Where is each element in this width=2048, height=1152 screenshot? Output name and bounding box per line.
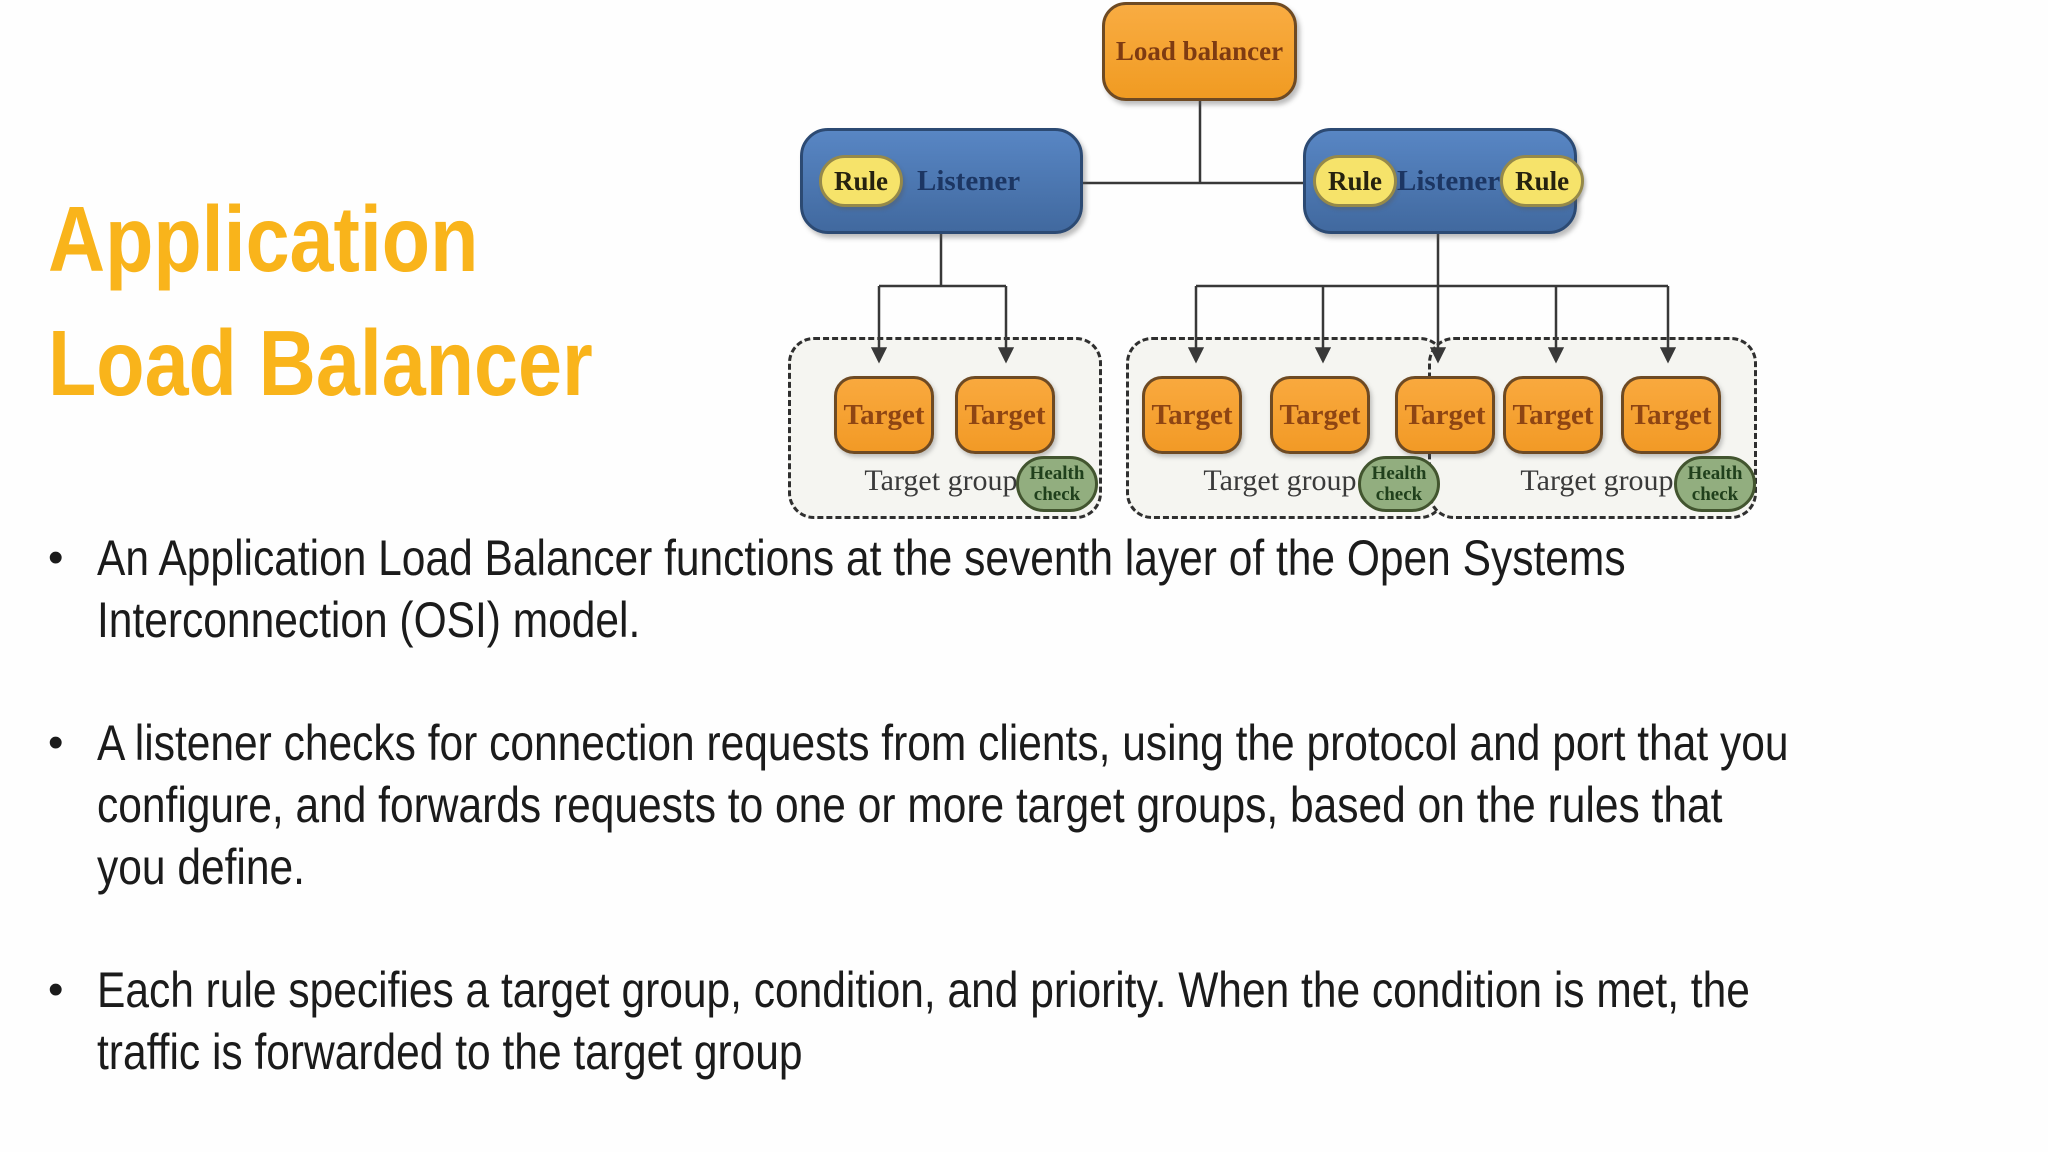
health-check-badge: Health check [1674,456,1756,512]
right-listener-branch-line [1196,234,1668,288]
target-node: Target [834,376,934,454]
left-listener-branch-line [879,234,1006,288]
target-group-label: Target group [1520,464,1674,497]
target-group-label: Target group [1203,464,1357,497]
listener-node-right: Rule Listener Rule [1303,128,1585,234]
rule-badge: Rule [1313,155,1397,207]
load-balancer-node: Load balancer [1102,2,1297,101]
rule-badge: Rule [1500,155,1585,207]
rule-badge: Rule [819,155,903,207]
target-node: Target [1503,376,1603,454]
bullet-marker: • [48,965,64,1014]
bullet-marker: • [48,718,64,767]
listener-node-left: Rule Listener [800,128,1083,234]
load-balancer-label: Load balancer [1115,36,1284,66]
title-line-2: Load Balancer [48,311,593,415]
health-check-badge: Health check [1016,456,1098,512]
listener-label: Listener [1397,164,1501,197]
target-node: Target [1395,376,1495,454]
bullet-text: A listener checks for connection request… [97,715,1789,895]
target-node: Target [1142,376,1242,454]
bullet-text: An Application Load Balancer functions a… [97,530,1626,648]
lb-to-listeners-line [1083,101,1303,185]
bullet-list: • An Application Load Balancer functions… [48,527,2008,1144]
listener-label: Listener [917,164,1021,197]
target-node: Target [1621,376,1721,454]
page-title: Application Load Balancer [48,177,689,425]
bullet-text: Each rule specifies a target group, cond… [97,962,1750,1080]
health-check-badge: Health check [1358,456,1440,512]
bullet-marker: • [48,533,64,582]
bullet-item-3: • Each rule specifies a target group, co… [48,959,2008,1083]
target-group-label: Target group [864,464,1018,497]
bullet-item-1: • An Application Load Balancer functions… [48,527,2008,651]
title-line-1: Application [48,187,479,291]
bullet-item-2: • A listener checks for connection reque… [48,712,2008,898]
target-node: Target [955,376,1055,454]
target-node: Target [1270,376,1370,454]
